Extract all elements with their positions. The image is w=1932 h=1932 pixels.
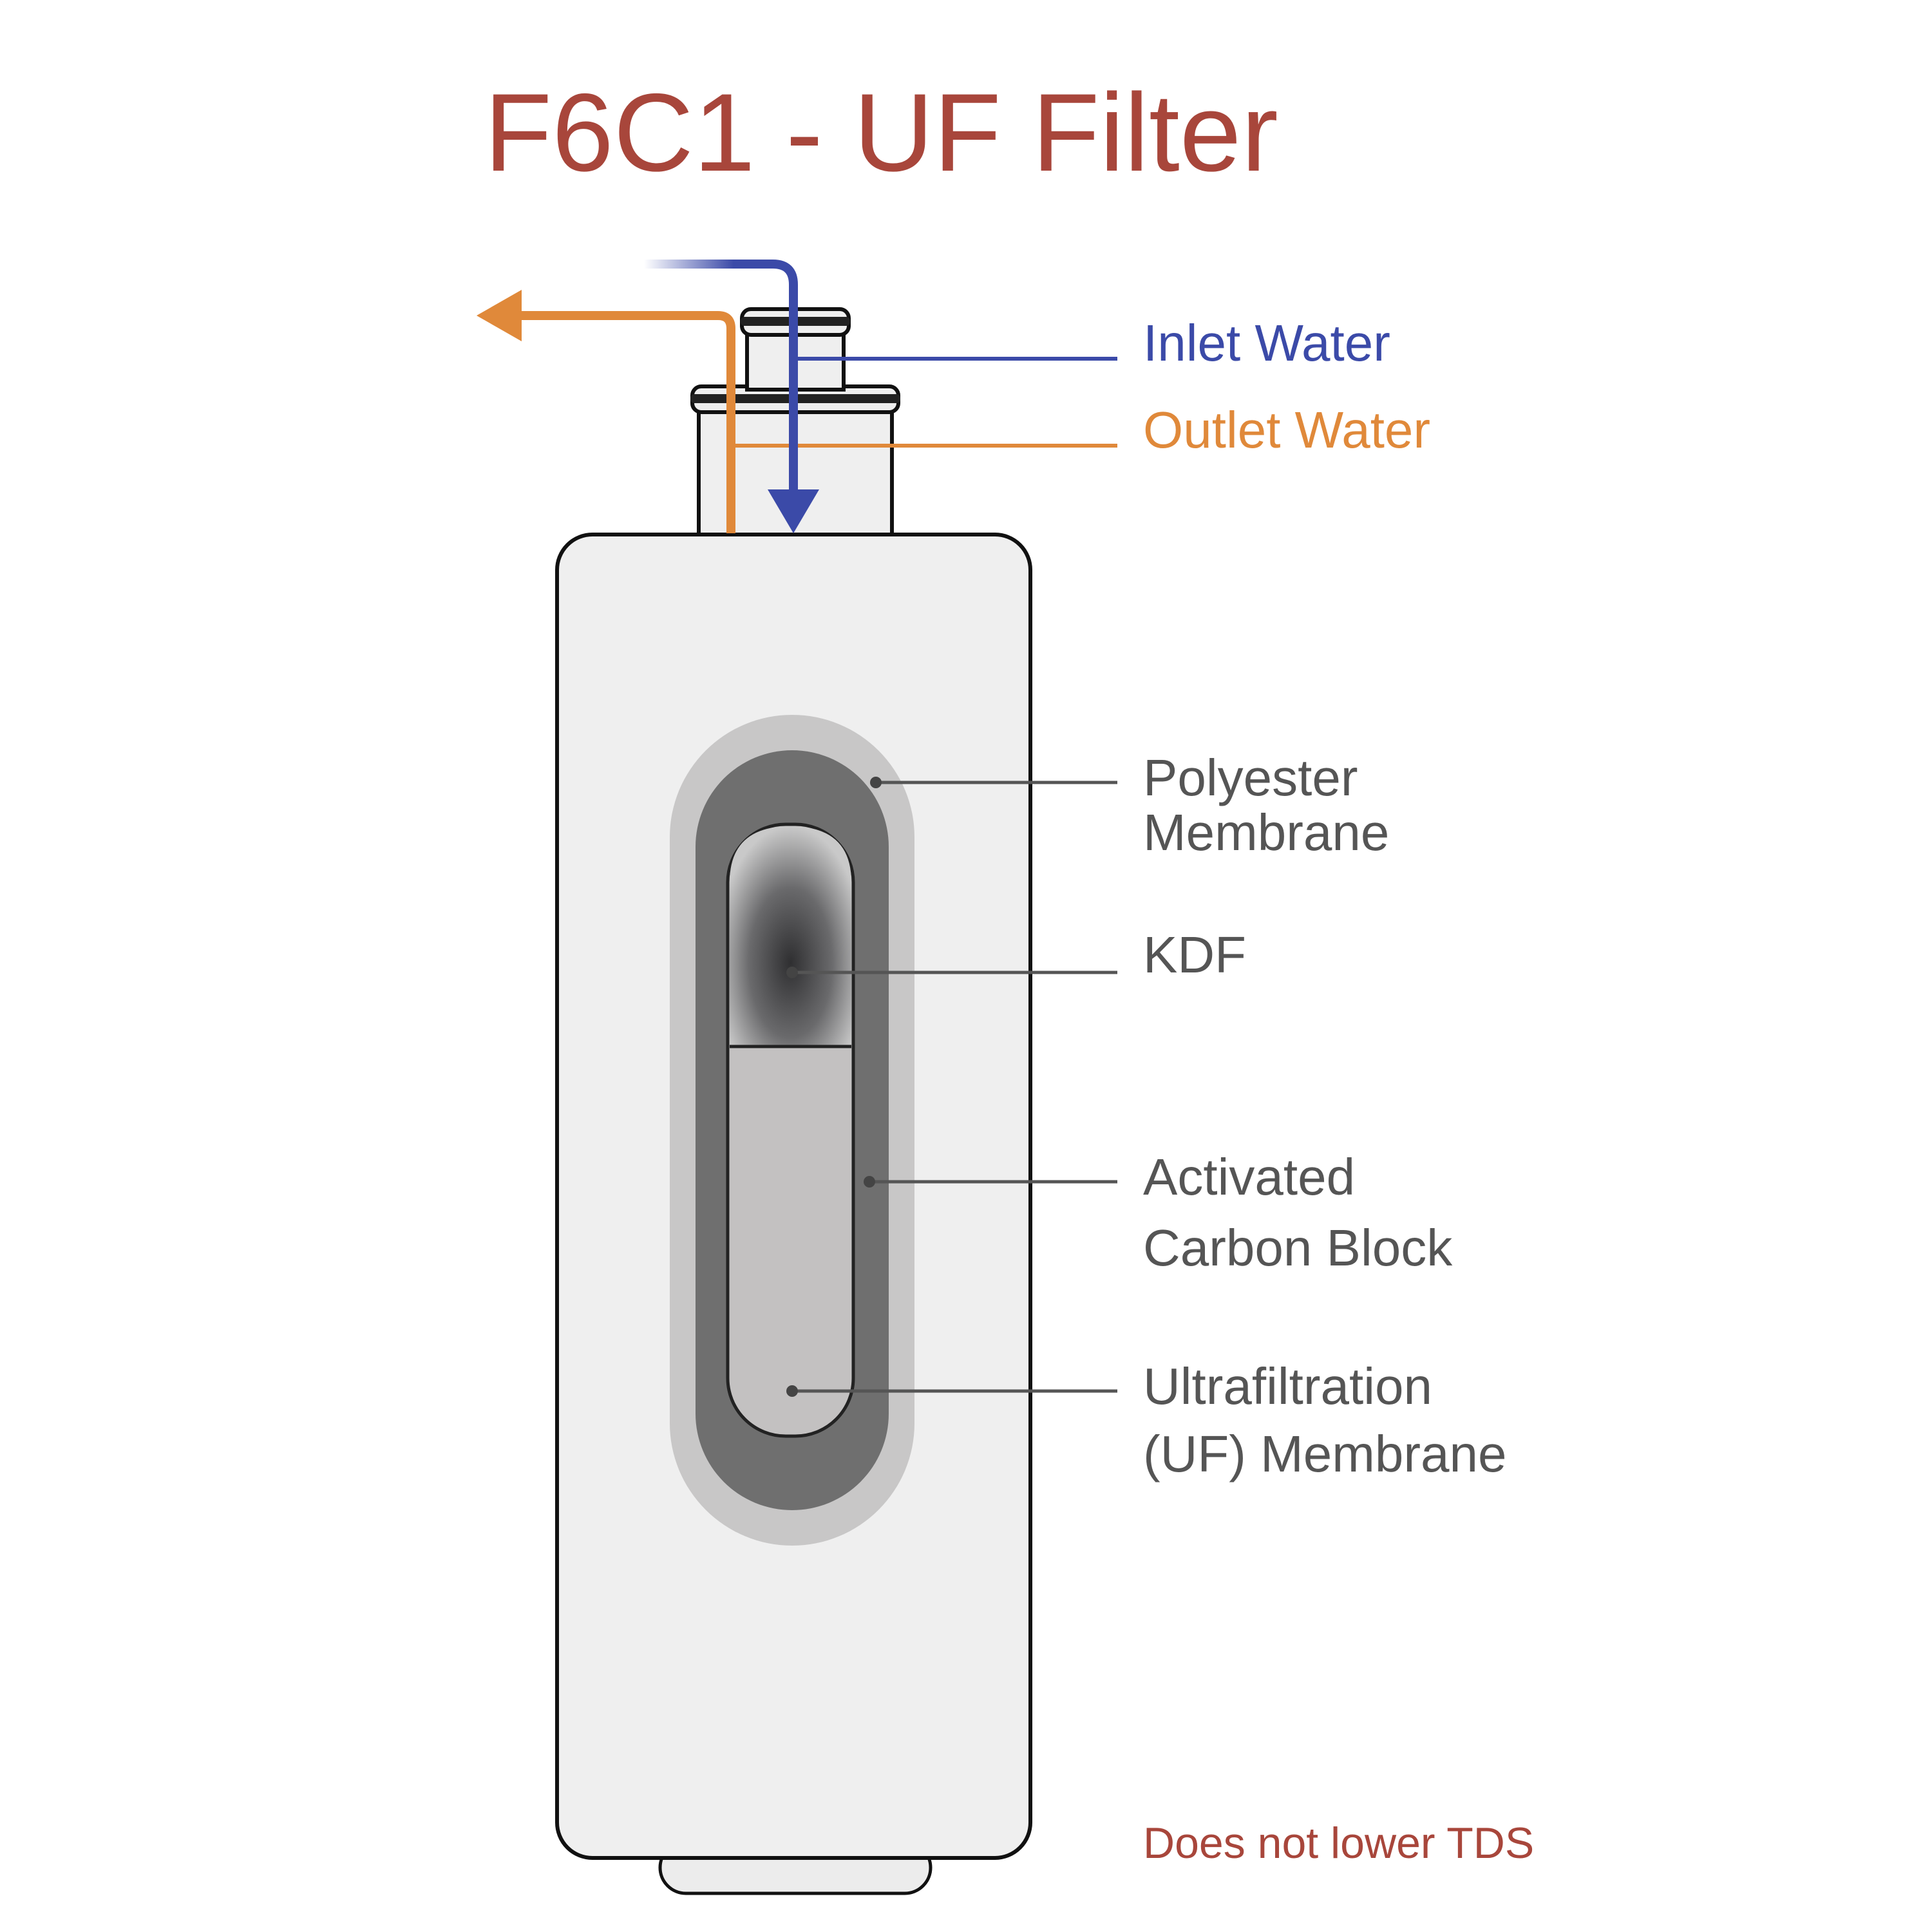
layer-label-line: Polyester xyxy=(1143,749,1358,806)
callout-dot xyxy=(864,1176,875,1188)
diagram-title: F6C1 - UF Filter xyxy=(484,71,1278,194)
layer-label-line: Ultrafiltration xyxy=(1143,1358,1432,1415)
inlet-water-label: Inlet Water xyxy=(1143,314,1390,372)
layer-label-line: Carbon Block xyxy=(1143,1219,1453,1276)
tds-note: Does not lower TDS xyxy=(1143,1819,1534,1868)
layer-label-line: KDF xyxy=(1143,926,1246,983)
outlet-arrow-head-icon xyxy=(477,290,522,341)
layer-label-line: Activated xyxy=(1143,1148,1355,1206)
callout-dot xyxy=(786,1385,798,1397)
layer-label-line: (UF) Membrane xyxy=(1143,1425,1507,1482)
kdf-region xyxy=(730,826,851,1046)
layer-label-line: Membrane xyxy=(1143,804,1389,861)
callout-dot xyxy=(870,777,882,788)
outlet-water-label: Outlet Water xyxy=(1143,401,1430,459)
inlet-arrow-head-icon xyxy=(768,489,819,533)
callout-dot xyxy=(786,967,798,978)
inlet-flow-arrow xyxy=(644,260,1117,533)
